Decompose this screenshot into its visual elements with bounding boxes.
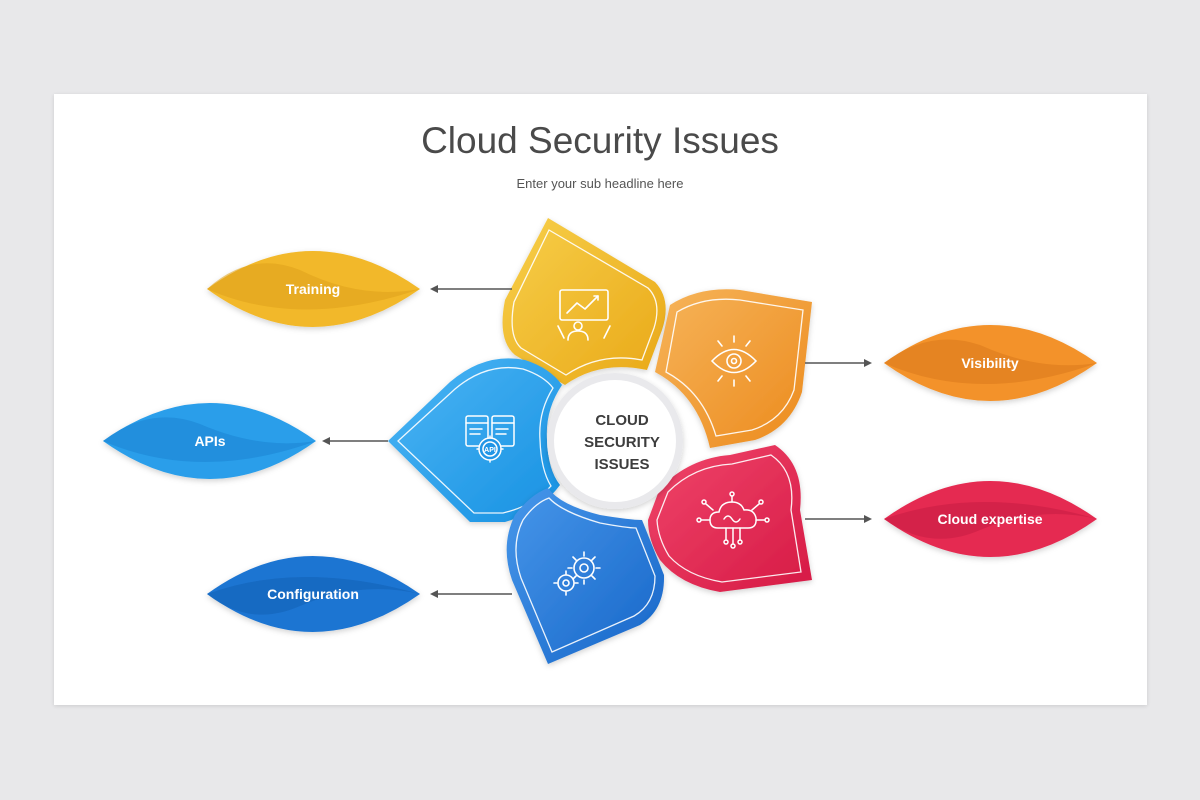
leaf-training: Training (207, 251, 420, 327)
center-label-line-1: CLOUD (595, 412, 648, 429)
leaf-label-configuration: Configuration (267, 586, 359, 602)
center-label-line-2: SECURITY (584, 434, 660, 451)
leaf-visibility: Visibility (884, 325, 1097, 401)
leaf-configuration: Configuration (207, 556, 420, 632)
gears-icon (553, 551, 601, 596)
leaf-label-apis: APIs (194, 433, 225, 449)
petal-configuration (506, 488, 665, 664)
connector-arrows (322, 285, 872, 598)
svg-text:API: API (484, 447, 496, 454)
page-subtitle: Enter your sub headline here (516, 176, 684, 191)
leaf-label-training: Training (286, 281, 340, 297)
page-title: Cloud Security Issues (421, 120, 779, 161)
petal-cloud-expertise (648, 445, 812, 592)
presentation-board-icon (557, 289, 611, 341)
leaf-cloud-expertise: Cloud expertise (884, 481, 1097, 557)
api-window-gear-icon: API (465, 415, 515, 463)
leaf-label-cloud-expertise: Cloud expertise (937, 511, 1042, 527)
petal-training (502, 218, 666, 385)
leaf-label-visibility: Visibility (961, 355, 1019, 371)
center-circle: CLOUD SECURITY ISSUES (547, 373, 683, 509)
cloud-circuit-brain-icon (696, 491, 770, 549)
center-label-line-3: ISSUES (594, 456, 649, 473)
leaf-apis: APIs (103, 403, 316, 479)
eye-icon (710, 335, 758, 387)
